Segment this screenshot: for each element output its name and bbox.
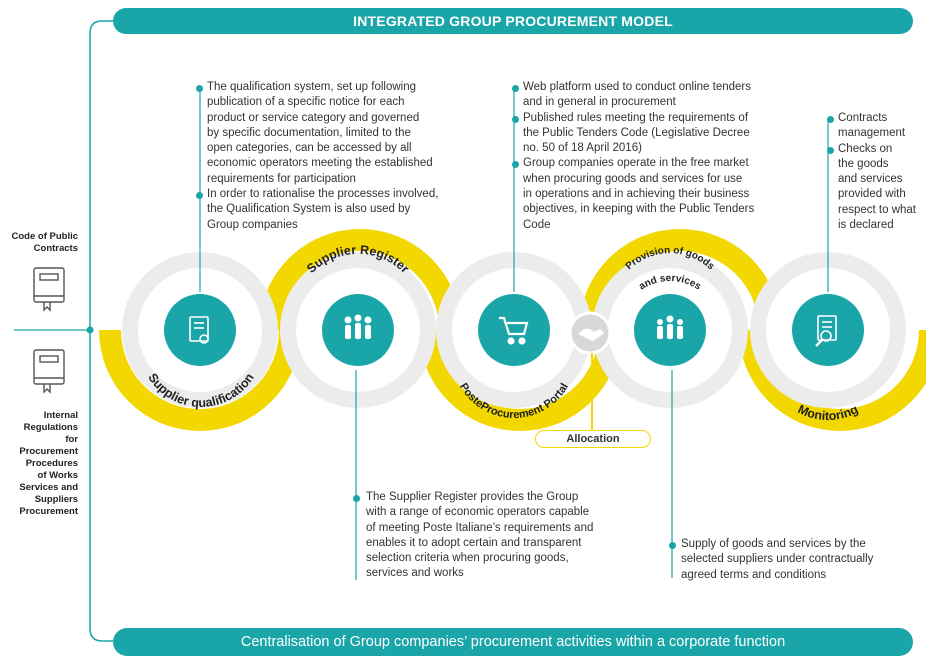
bullet-dot [669,542,676,549]
arc-register [259,229,461,331]
page-title: INTEGRATED GROUP PROCUREMENT MODEL [353,13,673,29]
handshake-icon [568,311,612,355]
bullet-dot [196,85,203,92]
notes-register: The Supplier Register provides the Group… [353,490,616,582]
left-label-code-public-contracts: Code of Public Contracts [11,231,79,254]
bullet-dot [512,85,519,92]
bullet-dot [196,192,203,200]
certificate-icon [189,316,209,344]
allocation-label: Allocation [566,433,620,445]
stage-circle-qualification [122,252,278,408]
team-icon [657,315,683,339]
bullet-dot [827,146,834,154]
left-connector-dot [86,326,94,334]
title-banner: INTEGRATED GROUP PROCUREMENT MODEL [113,8,913,34]
bullet-dot [512,115,519,123]
bullet-dot [512,161,519,169]
bullet-dot [827,116,834,123]
book-icon-bottom [33,349,65,394]
allocation-badge: Allocation [535,430,651,448]
arc-qualification [99,329,301,431]
document-magnifier-icon [815,315,837,347]
stage-circle-monitoring [750,252,906,408]
arc-portal [419,329,621,431]
notes-portal: Web platform used to conduct online tend… [512,80,773,233]
shopping-cart-icon [499,316,529,345]
bullet-dot [353,495,360,502]
stage-circle-portal [436,252,592,408]
footer-banner: Centralisation of Group companies’ procu… [113,628,913,656]
footer-text: Centralisation of Group companies’ procu… [240,634,786,650]
stage-label-monitoring: Monitoring [796,402,861,423]
left-label-internal-regulations: Internal Regulations for Procurement Pro… [19,410,78,517]
book-icon-top [33,267,65,312]
people-group-icon [344,314,372,339]
notes-qualification: The qualification system, set up followi… [196,80,457,233]
arc-provision [579,229,781,331]
arc-monitoring [739,329,926,431]
